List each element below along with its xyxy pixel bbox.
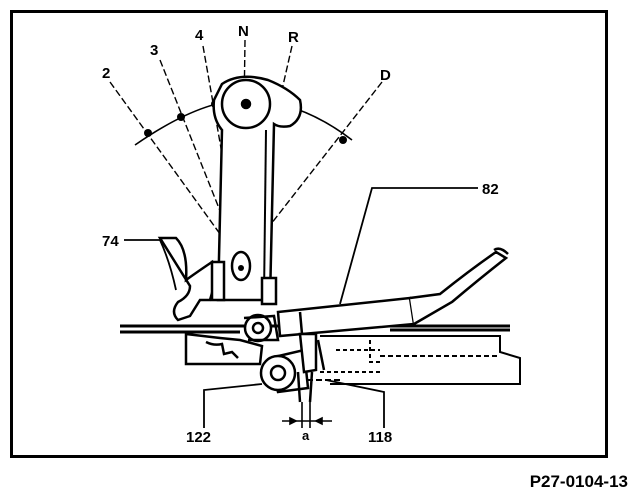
dimension-a bbox=[282, 402, 332, 428]
position-labels: 2 3 4 N R D bbox=[102, 23, 391, 84]
callout-82: 82 bbox=[482, 181, 499, 198]
part-labels: 74 82 122 118 a bbox=[102, 181, 499, 446]
selector-lever bbox=[212, 75, 303, 302]
callout-118: 118 bbox=[368, 429, 392, 446]
position-label-R: R bbox=[288, 29, 299, 46]
position-label-D: D bbox=[380, 67, 391, 84]
leader-lines bbox=[124, 187, 478, 428]
bracket bbox=[298, 335, 521, 385]
line-R bbox=[243, 45, 293, 257]
lower-pivot bbox=[259, 348, 310, 394]
position-label-3: 3 bbox=[150, 42, 158, 59]
upper-joint bbox=[243, 313, 280, 343]
position-label-4: 4 bbox=[195, 27, 204, 44]
dimension-a-label: a bbox=[302, 428, 310, 443]
position-label-N: N bbox=[238, 23, 249, 40]
housing bbox=[157, 236, 278, 322]
control-cable bbox=[276, 247, 509, 338]
figure-code: P27-0104-13 bbox=[529, 472, 628, 491]
line-2 bbox=[109, 81, 237, 257]
pin-118 bbox=[296, 332, 326, 403]
lower-housing bbox=[184, 332, 264, 366]
position-label-2: 2 bbox=[102, 65, 110, 82]
callout-74: 74 bbox=[102, 233, 119, 250]
callout-122: 122 bbox=[186, 429, 211, 446]
lever-pivot-inner bbox=[240, 98, 252, 110]
